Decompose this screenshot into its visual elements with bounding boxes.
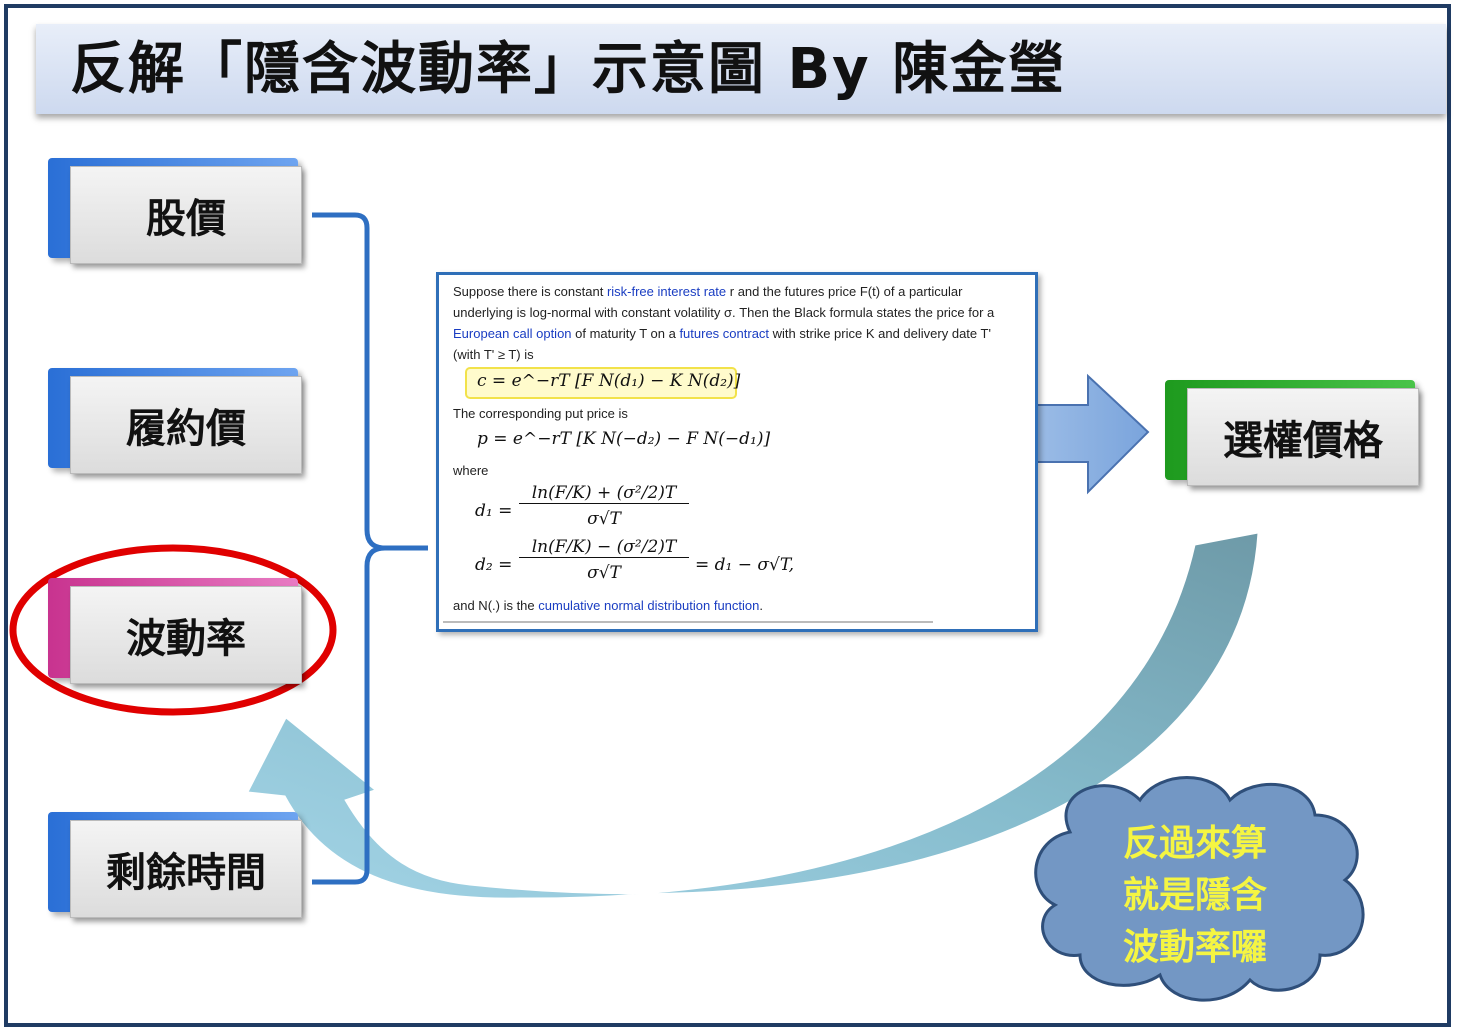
input-box-time-remaining-label: 剩餘時間 bbox=[70, 820, 302, 918]
page-title: 反解「隱含波動率」示意圖 By 陳金瑩 bbox=[70, 37, 1067, 102]
put-price-equation: p = e^−rT [K N(−d₂) − F N(−d₁)] bbox=[477, 429, 771, 449]
black-formula-card: Suppose there is constant risk-free inte… bbox=[436, 272, 1038, 632]
curved-return-arrow bbox=[247, 532, 1259, 899]
formula-divider bbox=[443, 621, 933, 623]
d2-numerator: ln(F/K) − (σ²/2)T bbox=[519, 537, 689, 558]
input-box-strike-price-label: 履約價 bbox=[70, 376, 302, 474]
d2-rhs: = d₁ − σ√T, bbox=[695, 555, 795, 575]
input-box-strike-price: 履約價 bbox=[48, 368, 302, 474]
output-box-label: 選權價格 bbox=[1187, 388, 1419, 486]
input-bracket bbox=[312, 212, 428, 885]
cloud-line-2: 就是隱含 bbox=[1122, 875, 1267, 916]
d2-denominator: σ√T bbox=[587, 563, 621, 583]
futures-contract-link[interactable]: futures contract bbox=[679, 326, 770, 341]
where-text: where bbox=[453, 463, 489, 478]
formula-line-2: underlying is log-normal with constant v… bbox=[453, 305, 995, 320]
formula-line-3: European call option of maturity T on a … bbox=[453, 323, 1033, 344]
formula-text: and N(.) is the bbox=[453, 598, 539, 613]
input-box-volatility: 波動率 bbox=[48, 578, 302, 684]
cloud-line-1: 反過來算 bbox=[1122, 823, 1267, 864]
input-box-volatility-label: 波動率 bbox=[70, 586, 302, 684]
formula-footer: and N(.) is the cumulative normal distri… bbox=[453, 595, 1033, 616]
cumulative-normal-link[interactable]: cumulative normal distribution function bbox=[538, 598, 760, 613]
input-box-stock-price: 股價 bbox=[48, 158, 302, 264]
d1-denominator: σ√T bbox=[587, 509, 621, 529]
risk-free-rate-link[interactable]: risk-free interest rate bbox=[606, 284, 727, 299]
formula-text: . bbox=[759, 598, 763, 613]
input-box-stock-price-label: 股價 bbox=[70, 166, 302, 264]
formula-text: with strike price K and delivery date T' bbox=[769, 326, 991, 341]
formula-line-4: (with T' ≥ T) is bbox=[453, 347, 534, 362]
d1-lhs: d₁ = bbox=[475, 501, 513, 521]
call-price-equation: c = e^−rT [F N(d₁) − K N(d₂)] bbox=[477, 371, 741, 391]
d2-lhs: d₂ = bbox=[475, 555, 513, 575]
formula-text: Suppose there is constant bbox=[453, 284, 607, 299]
output-box-option-price: 選權價格 bbox=[1165, 380, 1419, 486]
european-call-option-link[interactable]: European call option bbox=[453, 326, 572, 341]
cloud-caption: 反過來算 就是隱含 波動率囉 bbox=[1090, 818, 1300, 974]
put-intro-text: The corresponding put price is bbox=[453, 406, 628, 421]
d1-numerator: ln(F/K) + (σ²/2)T bbox=[519, 483, 689, 504]
formula-text: of maturity T on a bbox=[571, 326, 680, 341]
cloud-shape bbox=[1034, 776, 1365, 1002]
formula-text: r and the futures price F(t) of a partic… bbox=[726, 284, 963, 299]
formula-line-1: Suppose there is constant risk-free inte… bbox=[453, 281, 1033, 302]
input-box-time-remaining: 剩餘時間 bbox=[48, 812, 302, 918]
outer-frame bbox=[4, 4, 1451, 1027]
title-bar bbox=[36, 24, 1446, 114]
volatility-highlight-ellipse bbox=[9, 544, 337, 716]
call-formula-highlight bbox=[465, 367, 737, 399]
cloud-line-3: 波動率囉 bbox=[1122, 927, 1267, 968]
